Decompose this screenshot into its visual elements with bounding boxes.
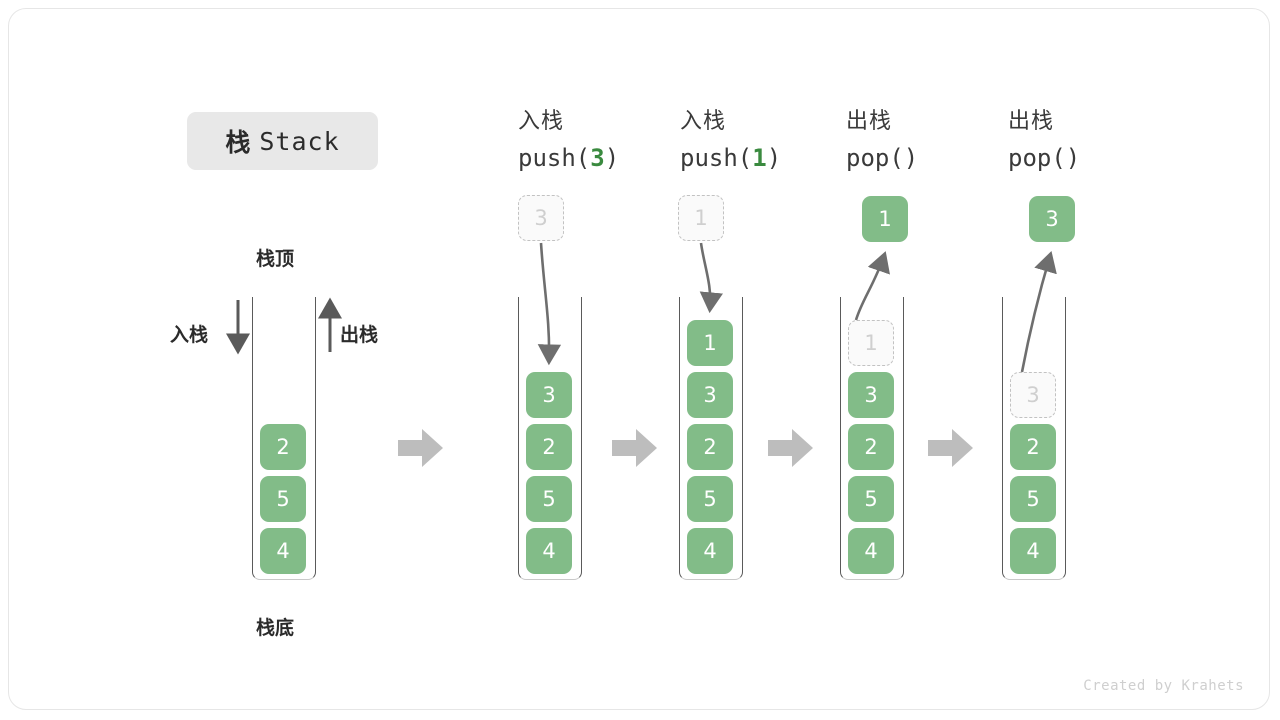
step-op-cn: 出栈 <box>846 109 893 134</box>
stack-cell: 4 <box>687 528 733 574</box>
stack-ghost-cell: 1 <box>848 320 894 366</box>
stack-cell: 3 <box>526 372 572 418</box>
step-op-code-suffix: ) <box>1065 144 1081 172</box>
step-op-code-prefix: push( <box>518 144 591 172</box>
stack-cell: 2 <box>260 424 306 470</box>
step-op-cn: 出栈 <box>1008 109 1055 134</box>
stack-tube-push-1 <box>679 297 743 580</box>
flow-arrow-right-icon <box>928 429 973 467</box>
stack-cell: 3 <box>687 372 733 418</box>
stack-ghost-cell: 3 <box>1010 372 1056 418</box>
label-pop-side: 出栈 <box>340 324 379 346</box>
step-op-code-prefix: pop( <box>1008 144 1066 172</box>
stack-tube-push-3 <box>518 297 582 580</box>
step-header-pop-3: 出栈 pop() <box>1008 107 1080 175</box>
figure-title-en: Stack <box>259 126 340 156</box>
label-stack-top: 栈顶 <box>256 248 295 270</box>
floating-popped-cell: 3 <box>1029 196 1075 242</box>
step-op-cn: 入栈 <box>518 109 565 134</box>
floating-ghost-cell: 3 <box>518 195 564 241</box>
stack-cell: 4 <box>260 528 306 574</box>
step-op-code-suffix: ) <box>766 144 782 172</box>
step-op-code: push(1) <box>680 141 781 175</box>
stack-cell: 2 <box>526 424 572 470</box>
stack-cell: 4 <box>1010 528 1056 574</box>
floating-ghost-cell: 1 <box>678 195 724 241</box>
credit-text: Created by Krahets <box>1083 678 1244 694</box>
step-op-code-prefix: push( <box>680 144 753 172</box>
stack-tube-pop-1 <box>840 297 904 580</box>
stack-cell: 2 <box>687 424 733 470</box>
step-header-pop-1: 出栈 pop() <box>846 107 918 175</box>
step-op-code: push(3) <box>518 141 619 175</box>
stack-cell: 5 <box>1010 476 1056 522</box>
stack-tube-initial <box>252 297 316 580</box>
stack-cell: 4 <box>848 528 894 574</box>
step-header-push-1: 入栈 push(1) <box>680 107 781 175</box>
label-push-side: 入栈 <box>170 324 209 346</box>
flow-arrow-right-icon <box>768 429 813 467</box>
step-op-cn: 入栈 <box>680 109 727 134</box>
step-op-arg: 3 <box>590 144 605 172</box>
stack-cell: 2 <box>848 424 894 470</box>
step-op-code: pop() <box>1008 141 1080 175</box>
step-op-code-suffix: ) <box>903 144 919 172</box>
figure-title-cn: 栈 <box>225 128 251 157</box>
floating-popped-cell: 1 <box>862 196 908 242</box>
stack-cell: 5 <box>687 476 733 522</box>
stack-cell: 3 <box>848 372 894 418</box>
figure-title-chip: 栈 Stack <box>187 112 378 170</box>
stack-cell: 2 <box>1010 424 1056 470</box>
stack-tube-pop-3 <box>1002 297 1066 580</box>
step-op-code: pop() <box>846 141 918 175</box>
step-header-push-3: 入栈 push(3) <box>518 107 619 175</box>
stack-cell: 5 <box>526 476 572 522</box>
flow-arrow-right-icon <box>398 429 443 467</box>
step-op-code-suffix: ) <box>604 144 620 172</box>
stack-cell: 4 <box>526 528 572 574</box>
label-stack-bottom: 栈底 <box>256 617 295 639</box>
stack-cell: 5 <box>260 476 306 522</box>
step-op-arg: 1 <box>752 144 767 172</box>
stack-cell: 5 <box>848 476 894 522</box>
step-op-code-prefix: pop( <box>846 144 904 172</box>
stack-cell: 1 <box>687 320 733 366</box>
flow-arrow-right-icon <box>612 429 657 467</box>
